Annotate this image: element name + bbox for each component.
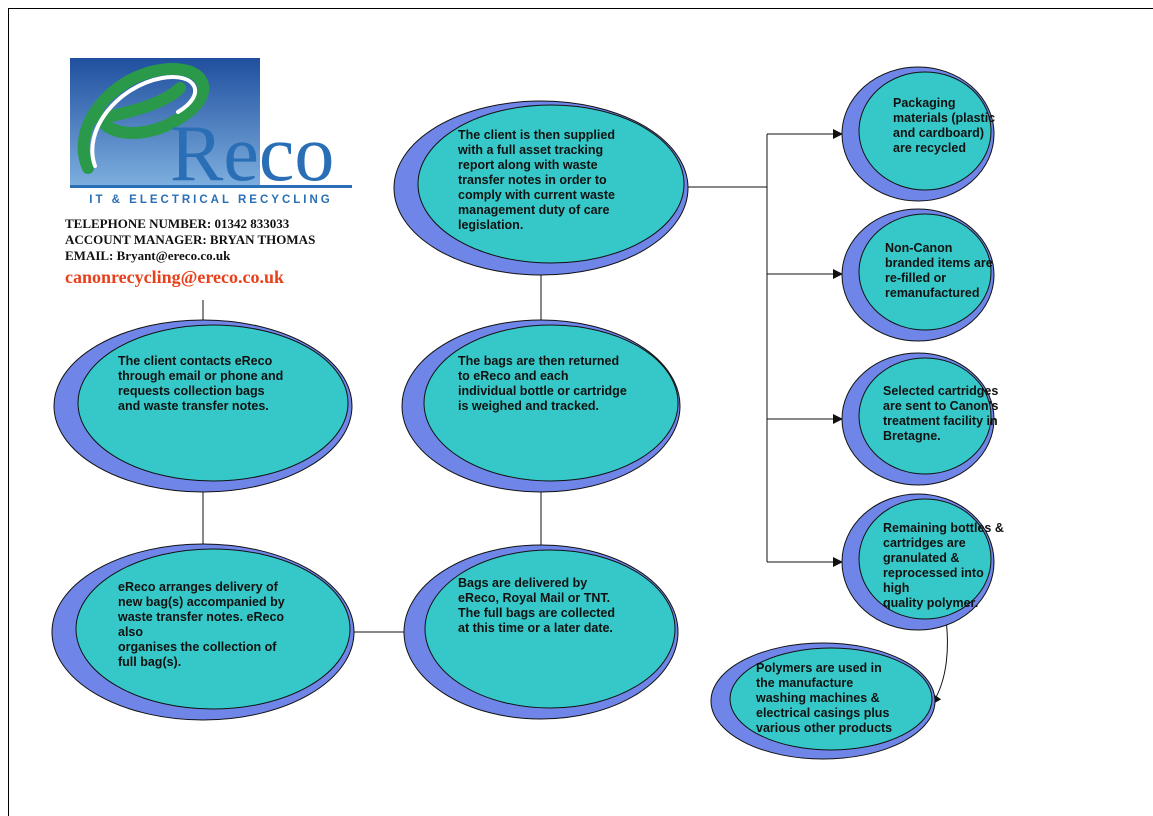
account-manager: ACCOUNT MANAGER: BRYAN THOMAS bbox=[65, 232, 316, 247]
node-text-bags-returned: The bags are then returned to eReco and … bbox=[458, 354, 627, 413]
node-text-bags-delivered: Bags are delivered by eReco, Royal Mail … bbox=[458, 576, 615, 635]
node-bags-delivered bbox=[403, 544, 679, 720]
node-text-tracking-report: The client is then supplied with a full … bbox=[458, 128, 615, 232]
node-text-remaining-bottles: Remaining bottles & cartridges are granu… bbox=[883, 521, 1004, 610]
node-remaining-bottles bbox=[841, 493, 995, 631]
recycling-email-link[interactable]: canonrecycling@ereco.co.uk bbox=[65, 267, 285, 287]
email-address[interactable]: EMAIL: Bryant@ereco.co.uk bbox=[65, 248, 231, 263]
telephone-number: TELEPHONE NUMBER: 01342 833033 bbox=[65, 216, 290, 231]
node-text-arranges-delivery: eReco arranges delivery of new bag(s) ac… bbox=[118, 580, 285, 669]
node-selected-cartridges bbox=[841, 352, 995, 486]
logo-swoosh-white bbox=[90, 75, 198, 168]
contact-block: TELEPHONE NUMBER: 01342 833033 ACCOUNT M… bbox=[65, 216, 315, 289]
node-text-non-canon: Non-Canon branded items are re-filled or… bbox=[885, 241, 993, 300]
node-text-client-contacts: The client contacts eReco through email … bbox=[118, 354, 284, 413]
node-polymers bbox=[710, 642, 936, 760]
node-arranges-delivery bbox=[51, 543, 355, 721]
node-text-polymers: Polymers are used in the manufacture was… bbox=[756, 661, 893, 735]
node-packaging bbox=[841, 66, 995, 202]
logo-swoosh-green bbox=[77, 63, 210, 174]
node-tracking-report bbox=[393, 100, 689, 276]
node-text-packaging: Packaging materials (plastic and cardboa… bbox=[893, 96, 996, 155]
logo-wordmark: Reco bbox=[170, 110, 334, 198]
connectors bbox=[202, 129, 948, 705]
node-client-contacts bbox=[53, 319, 353, 493]
node-non-canon bbox=[841, 208, 995, 342]
node-bags-returned bbox=[401, 319, 681, 493]
logo-tagline: IT & ELECTRICAL RECYCLING bbox=[89, 194, 332, 206]
node-text-selected-cartridges: Selected cartridges are sent to Canon's … bbox=[883, 384, 999, 443]
page-frame bbox=[8, 8, 1153, 816]
ereco-logo: Reco IT & ELECTRICAL RECYCLING bbox=[70, 58, 352, 206]
